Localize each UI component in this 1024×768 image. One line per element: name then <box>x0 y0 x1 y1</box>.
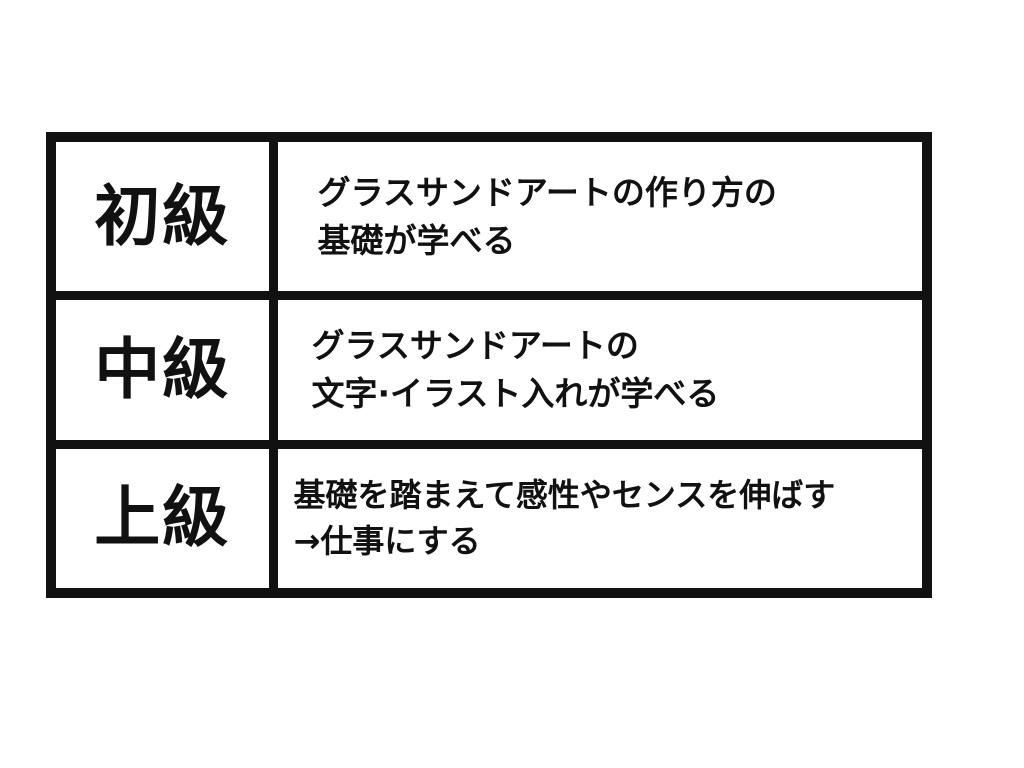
level-title-advanced: 上級 <box>46 439 278 598</box>
description-line: 基礎を踏まえて感性やセンスを伸ばす <box>293 476 836 515</box>
table-row-beginner: 初級 グラスサンドアートの作り方の 基礎が学べる <box>46 132 932 301</box>
level-description-beginner: グラスサンドアートの作り方の 基礎が学べる <box>268 132 932 301</box>
level-title-beginner: 初級 <box>46 132 278 301</box>
description-line: 基礎が学べる <box>317 220 516 260</box>
table-row-advanced: 上級 基礎を踏まえて感性やセンスを伸ばす →仕事にする <box>46 439 932 598</box>
level-description-advanced: 基礎を踏まえて感性やセンスを伸ばす →仕事にする <box>268 439 932 598</box>
course-level-table: 初級 グラスサンドアートの作り方の 基礎が学べる 中級 グラスサンドアートの 文… <box>46 132 932 598</box>
description-line: →仕事にする <box>293 522 481 561</box>
level-description-intermediate: グラスサンドアートの 文字·イラスト入れが学べる <box>268 291 932 449</box>
level-title-intermediate: 中級 <box>46 291 278 449</box>
description-line: グラスサンドアートの <box>311 326 639 366</box>
description-line: グラスサンドアートの作り方の <box>317 172 777 212</box>
description-line: 文字·イラスト入れが学べる <box>311 374 720 414</box>
table-row-intermediate: 中級 グラスサンドアートの 文字·イラスト入れが学べる <box>46 291 932 449</box>
